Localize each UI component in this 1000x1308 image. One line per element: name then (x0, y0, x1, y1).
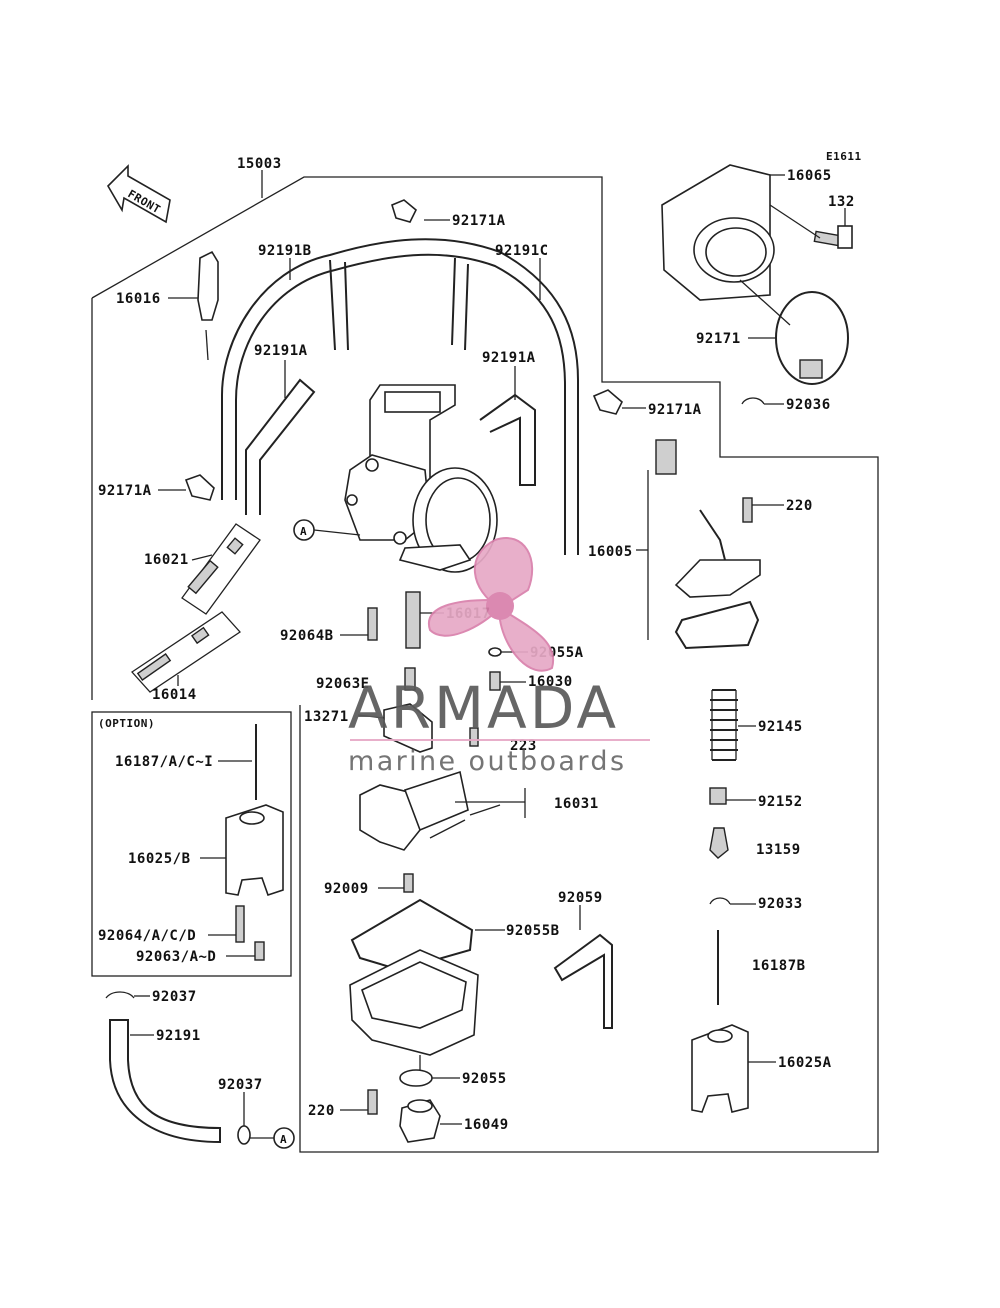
label-92009: 92009 (324, 881, 369, 897)
part-16030 (489, 671, 501, 691)
part-92063e (404, 667, 416, 691)
label-92171a-top: 92171A (452, 213, 506, 229)
callout-a-bottom-letter: A (280, 1133, 287, 1146)
label-92063e: 92063E (316, 676, 370, 692)
part-92036-clip (741, 397, 765, 405)
label-16187-aci: 16187/A/C~I (115, 754, 213, 770)
watermark-tagline: marine outboards (348, 746, 626, 777)
main-assembly-outline (91, 170, 879, 1153)
label-92059: 92059 (558, 890, 603, 906)
part-92152-seat (709, 787, 727, 805)
part-92055b-gasket (350, 898, 474, 972)
diagram-code: E1611 (826, 150, 862, 163)
watermark-brand: ARMADA (348, 674, 619, 742)
label-15003: 15003 (237, 156, 282, 172)
label-92037-bottom: 92037 (218, 1077, 263, 1093)
label-92036: 92036 (786, 397, 831, 413)
label-16065: 16065 (787, 168, 832, 184)
label-92064-acd: 92064/A/C/D (98, 928, 196, 944)
part-16005-cover-assembly (647, 439, 761, 650)
part-13159-valve (709, 827, 729, 859)
label-13159: 13159 (756, 842, 801, 858)
front-arrow-icon: FRONT (106, 164, 171, 224)
hose-92191a-right (479, 393, 536, 486)
label-92171a-left: 92171A (98, 483, 152, 499)
part-16017-needle-jet (405, 591, 421, 649)
label-13271: 13271 (304, 709, 349, 725)
part-92171-band-clamp (775, 291, 849, 385)
part-16065-intake-flange (661, 164, 775, 301)
part-220-screw-right (742, 497, 753, 523)
label-92171a-right: 92171A (648, 402, 702, 418)
label-16021: 16021 (144, 552, 189, 568)
part-92037-clip-bottom (237, 1125, 251, 1145)
label-16049: 16049 (464, 1117, 509, 1133)
label-16025a: 16025A (778, 1055, 832, 1071)
part-92033-clip (709, 897, 731, 905)
option-box: (OPTION) (91, 711, 292, 977)
part-92064b-pilot-jet (367, 607, 378, 641)
carburetor-body (344, 384, 498, 573)
part-92059-hose (553, 933, 613, 1029)
part-16016-plunger (197, 250, 219, 361)
label-92191a-left: 92191A (254, 343, 308, 359)
label-92191c: 92191C (495, 243, 549, 259)
callout-a-bottom-marker: A (250, 1127, 295, 1149)
label-16031: 16031 (554, 796, 599, 812)
part-132-bolt (813, 225, 853, 249)
label-16014: 16014 (152, 687, 197, 703)
part-16021-box (181, 523, 261, 615)
part-92037-clip-top (105, 991, 135, 999)
label-92037-top: 92037 (152, 989, 197, 1005)
label-16005: 16005 (588, 544, 633, 560)
part-92063-jet-option (254, 941, 265, 961)
watermark: ARMADA marine outboards (348, 537, 650, 777)
label-92171: 92171 (696, 331, 741, 347)
clip-92171a-right (592, 389, 623, 415)
part-16025-slide-option (225, 804, 284, 897)
label-223: 223 (510, 738, 537, 754)
part-92064-jet-option (235, 905, 245, 943)
part-labels: 15003 92171A 92191B 92191C 16016 92191A … (98, 156, 855, 1133)
label-92064b: 92064B (280, 628, 334, 644)
part-92145-spring (710, 689, 738, 761)
label-16025-b: 16025/B (128, 851, 191, 867)
label-92191b: 92191B (258, 243, 312, 259)
part-16031-float (359, 770, 501, 851)
label-16030: 16030 (528, 674, 573, 690)
label-92063-ad: 92063/A~D (136, 949, 216, 965)
clip-92171a-left (184, 474, 215, 501)
part-16049-plug (399, 1099, 441, 1143)
part-92191-hose-bottom (109, 1019, 221, 1144)
part-92055-oring (399, 1069, 433, 1087)
callout-a-marker: A (293, 519, 361, 541)
label-92152: 92152 (758, 794, 803, 810)
part-220-screw-bottom (367, 1089, 378, 1115)
callout-a-letter: A (300, 525, 307, 538)
label-92191: 92191 (156, 1028, 201, 1044)
float-bowl (349, 949, 479, 1070)
part-16014-box (131, 611, 241, 693)
part-92055a-oring (488, 647, 502, 657)
part-92009-screw (403, 873, 414, 893)
label-220-right: 220 (786, 498, 813, 514)
part-16025a-throttle-slide (691, 1024, 749, 1113)
clip-92171a-top (391, 199, 417, 223)
leader-lines (130, 174, 846, 1126)
vent-hoses (221, 238, 579, 555)
label-92055b: 92055B (506, 923, 560, 939)
label-132: 132 (828, 194, 855, 210)
hose-92191a-left (245, 378, 316, 515)
label-220-bottom: 220 (308, 1103, 335, 1119)
label-16187b: 16187B (752, 958, 806, 974)
label-92191a-right: 92191A (482, 350, 536, 366)
option-box-title: (OPTION) (98, 717, 155, 730)
label-92033: 92033 (758, 896, 803, 912)
part-223-screw (469, 727, 479, 747)
label-92145: 92145 (758, 719, 803, 735)
label-92055: 92055 (462, 1071, 507, 1087)
propeller-logo-icon (427, 537, 555, 672)
label-16016: 16016 (116, 291, 161, 307)
